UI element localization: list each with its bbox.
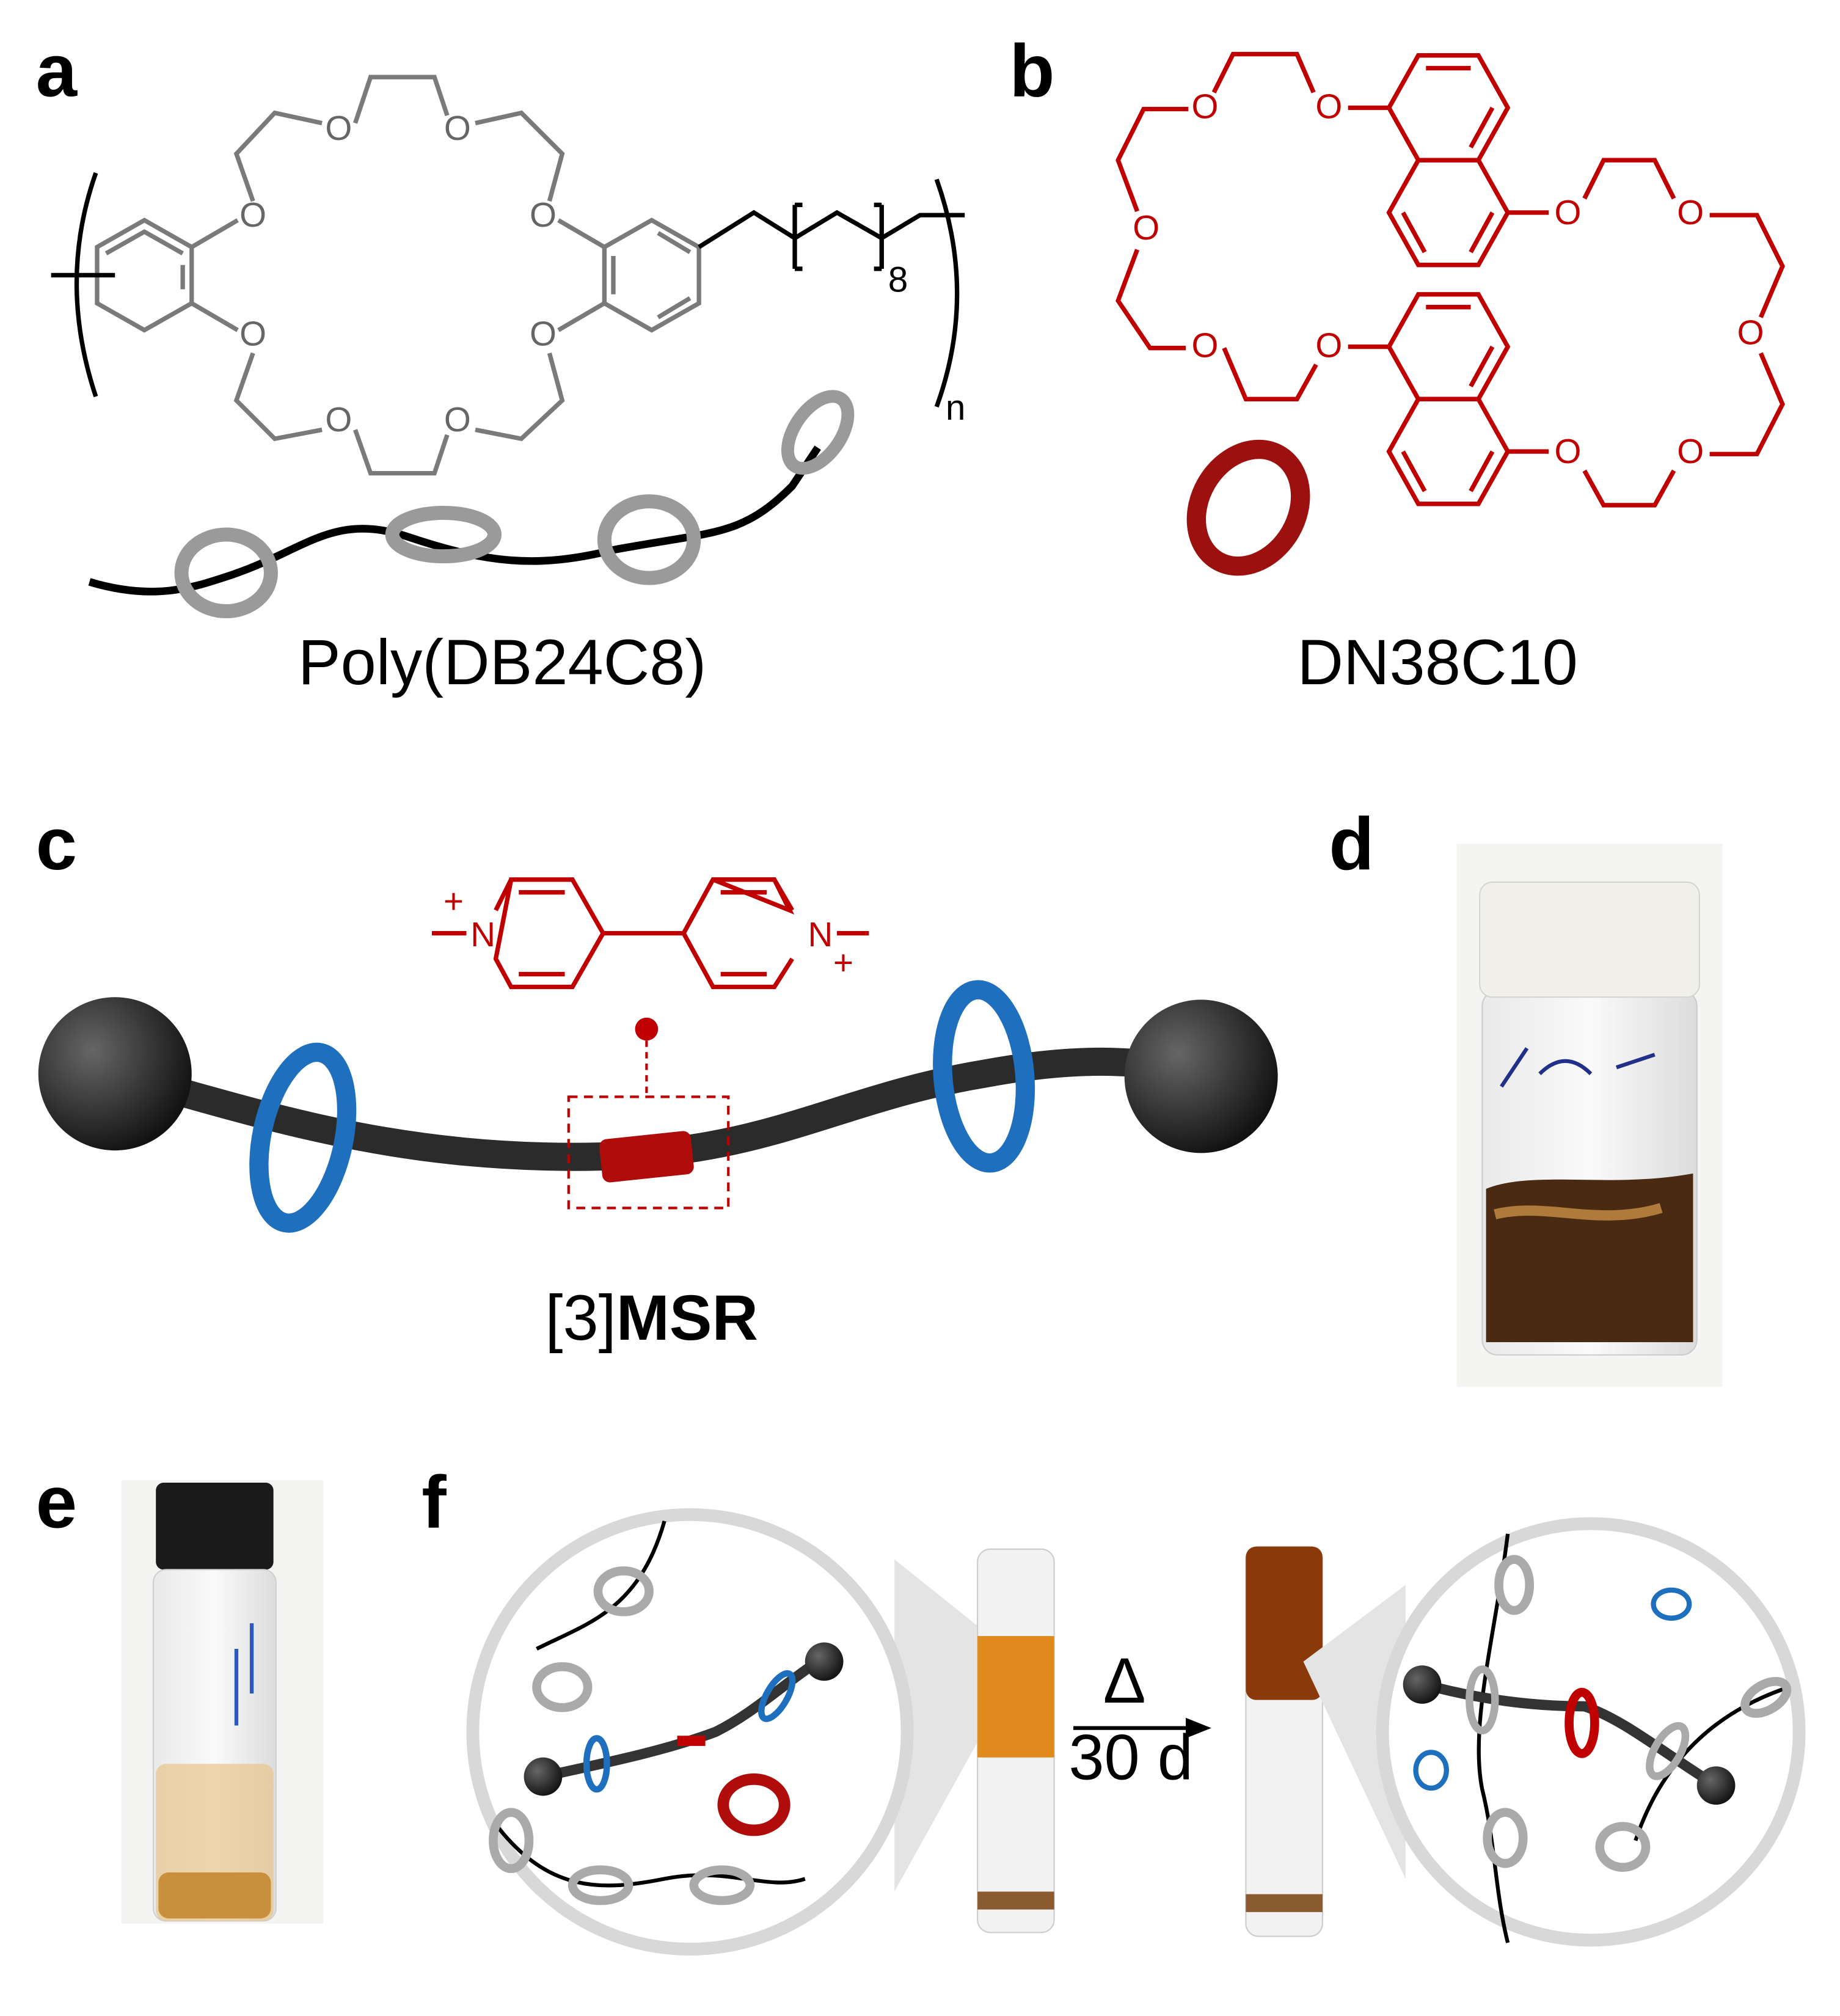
charge-plus: + — [444, 882, 464, 920]
atom-o: O — [1315, 87, 1342, 125]
atom-n: N — [808, 915, 833, 954]
atom-n: N — [470, 915, 495, 954]
arrow-label-time: 30 d — [1068, 1722, 1193, 1793]
db24c8-structure — [95, 75, 701, 476]
polymer-subscript-n: n — [946, 388, 966, 428]
repeat-count: 8 — [888, 260, 908, 300]
atom-o: O — [1737, 313, 1764, 352]
atom-o: O — [1555, 193, 1582, 232]
oxygen-atoms-a: O O O O O O O O — [239, 109, 557, 439]
bipyridinium-structure — [431, 877, 869, 990]
atom-o: O — [530, 195, 557, 234]
atom-o: O — [239, 195, 266, 234]
panel-label-d: d — [1329, 802, 1374, 885]
caption-poly-db24c8: Poly(DB24C8) — [298, 627, 706, 698]
atom-o: O — [530, 315, 557, 353]
caption-msr: MSR — [616, 1282, 758, 1354]
atom-o: O — [444, 109, 471, 147]
tube-photo-after — [1245, 1546, 1323, 1937]
atom-o: O — [1555, 432, 1582, 470]
atom-o: O — [325, 400, 352, 439]
dn38c10-structure — [1115, 51, 1785, 508]
atom-o: O — [325, 109, 352, 147]
caption-3msr: [3]MSR — [545, 1282, 758, 1354]
panel-label-e: e — [36, 1460, 77, 1543]
polymer-cartoon — [88, 390, 855, 619]
panel-label-f: f — [422, 1460, 447, 1543]
atom-o: O — [1191, 326, 1218, 365]
vial-photo-d — [1456, 844, 1723, 1387]
atom-o: O — [1191, 87, 1218, 125]
atom-o: O — [1677, 193, 1704, 232]
oxygen-atoms-b: O O O O O O O O O O — [1133, 87, 1764, 470]
tube-photo-before — [977, 1548, 1055, 1934]
reaction-arrow — [1073, 1717, 1211, 1739]
polymer-backbone — [51, 172, 965, 408]
atom-o: O — [444, 400, 471, 439]
caption-dn38c10: DN38C10 — [1298, 627, 1578, 698]
panel-label-a: a — [36, 29, 78, 112]
charge-plus: + — [833, 943, 853, 982]
atom-o: O — [1315, 326, 1342, 365]
network-after-zoom — [1303, 1517, 1806, 1947]
dn38c10-ring-icon — [1186, 439, 1310, 576]
network-before-zoom — [466, 1508, 1023, 1956]
atom-o: O — [1133, 208, 1159, 247]
atom-o: O — [239, 315, 266, 353]
panel-label-c: c — [36, 802, 77, 885]
atom-o: O — [1677, 432, 1704, 470]
panel-label-b: b — [1009, 29, 1054, 112]
arrow-label-heat: Δ — [1103, 1645, 1146, 1717]
caption-prefix: [3] — [545, 1282, 616, 1354]
vial-photo-e — [121, 1480, 324, 1924]
rotaxane-cartoon — [38, 980, 1278, 1233]
